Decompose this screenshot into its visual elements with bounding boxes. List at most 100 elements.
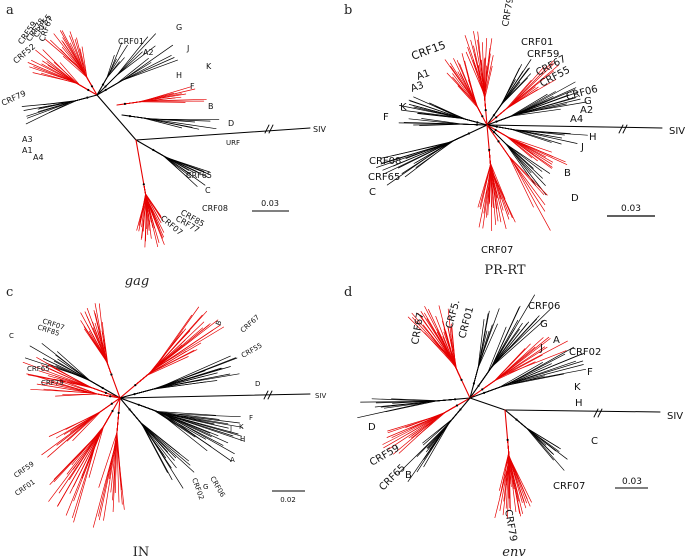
node-marker [488, 148, 491, 151]
crf-branch [134, 374, 148, 386]
crf-branch [484, 53, 491, 97]
reference-branch [460, 117, 478, 123]
reference-branch [122, 44, 174, 81]
crf-branch [98, 431, 118, 488]
node-marker [455, 404, 459, 407]
reference-branch [491, 305, 521, 368]
reference-branch [381, 142, 449, 164]
reference-branch [86, 94, 98, 99]
crf-branch [450, 62, 476, 103]
node-marker [460, 378, 463, 381]
reference-branch [166, 157, 206, 186]
tip-label: A1 [415, 68, 431, 83]
node-marker [111, 409, 114, 413]
reference-branch [153, 410, 196, 438]
reference-branch [263, 390, 269, 400]
crf-branch [155, 326, 225, 369]
node-marker [506, 438, 509, 441]
reference-branch [433, 398, 456, 402]
reference-branch [529, 430, 565, 471]
crf-branch [500, 350, 567, 377]
node-marker [483, 391, 486, 394]
scale-label: 0.03 [622, 477, 642, 487]
reference-branch [501, 363, 552, 387]
reference-branch [401, 109, 460, 118]
reference-branch [622, 124, 628, 134]
crf-branch [55, 412, 99, 439]
crf-branch [72, 411, 102, 441]
tip-label: C [9, 332, 14, 340]
crf-branch [41, 415, 95, 456]
reference-branch [119, 397, 131, 411]
scale-bar: 0.03 [252, 199, 289, 212]
reference-branch [408, 104, 461, 119]
crf-branch [76, 37, 86, 76]
reference-branch [490, 318, 538, 368]
tip-label: A1 [22, 146, 33, 155]
node-marker [142, 183, 145, 186]
reference-branch [116, 45, 156, 76]
tip-label: J [229, 425, 232, 433]
crf-branch [447, 308, 455, 364]
reference-branch [135, 139, 154, 151]
tip-label: A [553, 335, 560, 346]
crf-branch [456, 397, 471, 407]
crf-branch [135, 139, 145, 185]
reference-branch [415, 139, 455, 168]
crf-branch [140, 197, 147, 240]
reference-branch [459, 397, 471, 411]
crf-branch [510, 138, 552, 169]
reference-branch [42, 358, 89, 381]
crf-branch [510, 63, 555, 105]
panel-c: c CRF07 CRF85 C CRF65 CRF79 B CRF67 CRF5… [6, 285, 327, 559]
tip-label: H [575, 398, 583, 409]
reference-branch [487, 327, 516, 373]
reference-branch [118, 33, 156, 74]
reference-branch [152, 370, 206, 390]
crf-branch [33, 66, 76, 83]
crf-branch [507, 459, 510, 519]
crf-branch [508, 155, 545, 196]
crf-branch [139, 101, 186, 103]
crf-branch [489, 161, 498, 199]
crf-branch [505, 135, 533, 159]
scale-bar: 0.03 [607, 204, 655, 217]
crf-branch [116, 412, 120, 433]
tip-label: CRF52 [12, 42, 38, 66]
node-marker [128, 115, 131, 118]
tip-label: CRF06 [565, 84, 599, 103]
crf-branch [36, 376, 92, 394]
tip-label: CRF07 [553, 481, 585, 492]
tip-label: CRF65 [377, 462, 408, 493]
reference-branch [119, 393, 136, 399]
crf-branch [149, 330, 191, 374]
tip-label: CRF02 [569, 347, 601, 358]
reference-branch [515, 89, 576, 115]
tip-label: J [539, 343, 543, 354]
reference-branch [398, 426, 447, 474]
crf-branch [48, 413, 98, 437]
tip-label: CRF07 [481, 245, 513, 256]
tip-label: H [176, 71, 182, 80]
crf-branch [59, 62, 81, 86]
tip-label: D [368, 422, 376, 433]
crf-branch [512, 162, 551, 231]
node-marker [128, 408, 131, 411]
crf-branch [507, 439, 510, 461]
crf-branch [138, 195, 147, 232]
crf-branch [485, 109, 488, 126]
tip-label: CRF55 [240, 341, 264, 359]
reference-branch [102, 76, 108, 85]
crf-branch [61, 30, 85, 74]
tip-label: F [190, 82, 195, 91]
reference-branch [486, 124, 498, 128]
tip-label: A2 [143, 48, 154, 57]
reference-branch [357, 401, 431, 419]
reference-branch [451, 409, 461, 420]
tip-label: F [587, 367, 593, 378]
outgroup-label: SIV [313, 125, 326, 134]
crf-branch [499, 338, 551, 378]
crf-branch [116, 431, 122, 490]
reference-branch [29, 345, 85, 378]
